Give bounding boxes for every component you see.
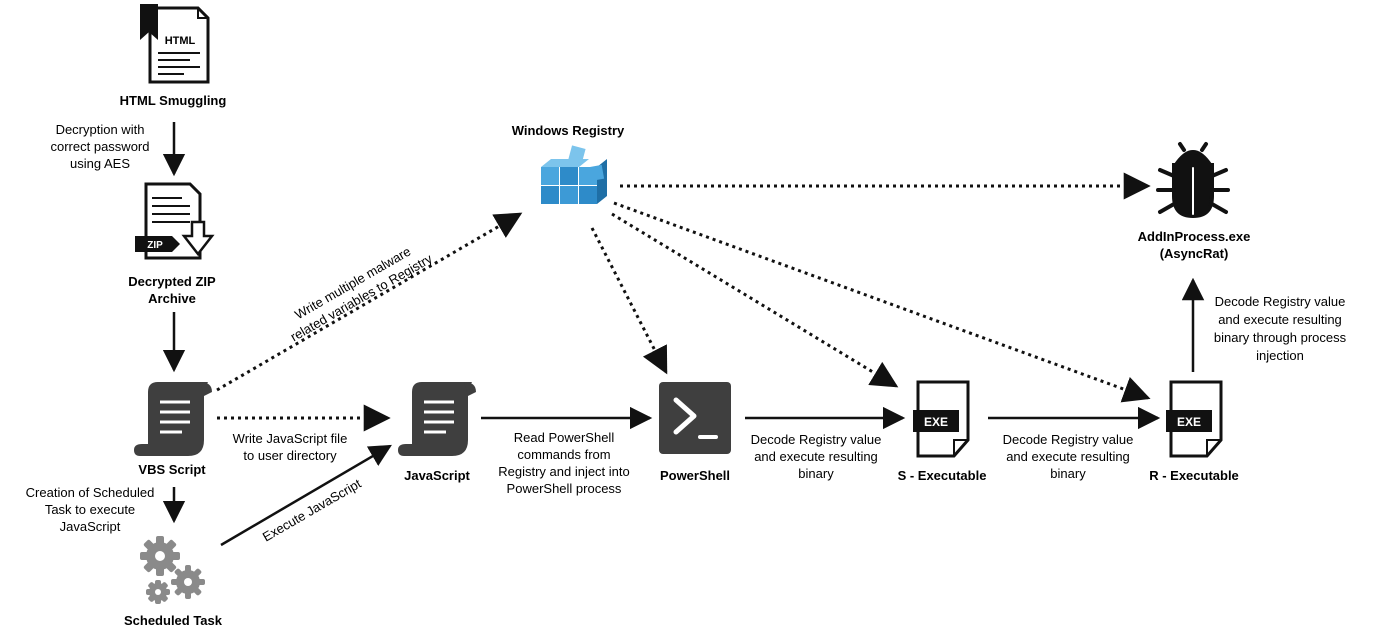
- windows-registry-icon: [541, 145, 607, 204]
- powershell-icon: [659, 382, 731, 454]
- write-javascript-label: Write JavaScript file to user directory: [233, 431, 348, 463]
- svg-text:to user directory: to user directory: [243, 448, 337, 463]
- svg-text:Decode Registry value: Decode Registry value: [1003, 432, 1134, 447]
- windows-registry-label: Windows Registry: [512, 123, 625, 138]
- svg-text:Decode Registry value: Decode Registry value: [751, 432, 882, 447]
- vbs-script-label: VBS Script: [138, 462, 206, 477]
- execute-javascript-label: Execute JavaScript: [260, 476, 364, 545]
- addinprocess-label-line1: AddInProcess.exe: [1138, 229, 1251, 244]
- svg-text:Write JavaScript file: Write JavaScript file: [233, 431, 348, 446]
- svg-text:Read PowerShell: Read PowerShell: [514, 430, 615, 445]
- vbs-script-scroll-icon: [134, 382, 212, 456]
- read-powershell-label: Read PowerShell commands from Registry a…: [498, 430, 630, 496]
- zip-icon-text: ZIP: [147, 240, 163, 251]
- svg-text:binary: binary: [1050, 466, 1086, 481]
- gears-icon: [140, 536, 205, 604]
- arrow-registry-to-r-exe: [613, 201, 1151, 403]
- zip-file-icon: ZIP: [135, 182, 215, 260]
- svg-text:Execute JavaScript: Execute JavaScript: [260, 476, 364, 545]
- r-executable-icon: EXE: [1166, 380, 1223, 458]
- javascript-scroll-icon: [398, 382, 476, 456]
- decryption-label: Decryption with correct password using A…: [51, 122, 150, 171]
- arrow-task-to-javascript: [220, 444, 392, 547]
- svg-text:Decryption with: Decryption with: [56, 122, 145, 137]
- s-executable-label: S - Executable: [898, 468, 987, 483]
- scheduled-task-label: Scheduled Task: [124, 613, 223, 628]
- svg-text:Creation of Scheduled: Creation of Scheduled: [26, 485, 155, 500]
- decrypted-zip-label-line2: Archive: [148, 291, 196, 306]
- html-smuggling-label: HTML Smuggling: [120, 93, 227, 108]
- svg-text:using AES: using AES: [70, 156, 130, 171]
- javascript-label: JavaScript: [404, 468, 470, 483]
- decode-r-label: Decode Registry value and execute result…: [1003, 432, 1134, 481]
- svg-text:correct password: correct password: [51, 139, 150, 154]
- arrow-registry-to-powershell: [590, 227, 668, 375]
- r-exe-icon-text: EXE: [1177, 415, 1201, 429]
- arrow-vbs-to-registry: [216, 212, 523, 392]
- addinprocess-label-line2: (AsyncRat): [1160, 246, 1229, 261]
- bug-icon: [1156, 142, 1230, 219]
- svg-text:binary: binary: [798, 466, 834, 481]
- svg-text:commands from: commands from: [517, 447, 610, 462]
- svg-text:JavaScript: JavaScript: [60, 519, 121, 534]
- html-file-icon: HTML: [140, 4, 210, 84]
- s-executable-icon: EXE: [913, 380, 970, 458]
- svg-text:Task to execute: Task to execute: [45, 502, 135, 517]
- svg-text:and execute resulting: and execute resulting: [1218, 312, 1342, 327]
- arrows: [162, 122, 1205, 547]
- decrypted-zip-label-line1: Decrypted ZIP: [128, 274, 216, 289]
- s-exe-icon-text: EXE: [924, 415, 948, 429]
- svg-text:binary through process: binary through process: [1214, 330, 1347, 345]
- decode-inject-label: Decode Registry value and execute result…: [1214, 294, 1347, 363]
- creation-task-label: Creation of Scheduled Task to execute Ja…: [26, 485, 155, 534]
- powershell-label: PowerShell: [660, 468, 730, 483]
- r-executable-label: R - Executable: [1149, 468, 1239, 483]
- svg-text:PowerShell process: PowerShell process: [507, 481, 622, 496]
- svg-text:and execute resulting: and execute resulting: [1006, 449, 1130, 464]
- svg-text:and execute resulting: and execute resulting: [754, 449, 878, 464]
- write-registry-label: Write multiple malware related variables…: [288, 244, 435, 345]
- decode-s-label: Decode Registry value and execute result…: [751, 432, 882, 481]
- svg-text:Decode Registry value: Decode Registry value: [1215, 294, 1346, 309]
- svg-text:related variables to Registry: related variables to Registry: [288, 251, 435, 345]
- svg-text:injection: injection: [1256, 348, 1304, 363]
- svg-text:Registry and inject into: Registry and inject into: [498, 464, 630, 479]
- html-icon-text: HTML: [165, 35, 196, 47]
- arrow-registry-to-s-exe: [611, 212, 899, 388]
